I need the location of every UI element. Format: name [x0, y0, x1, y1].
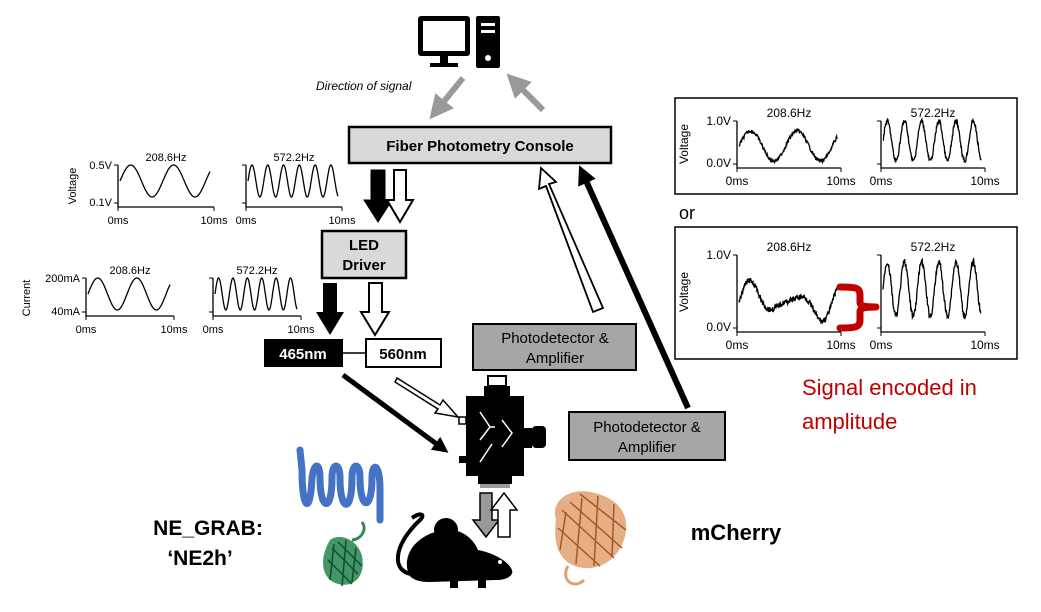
mcherry-label: mCherry — [691, 520, 782, 545]
freq-label-1: 208.6Hz — [767, 106, 812, 120]
computer-tower-icon — [476, 16, 500, 68]
photodetector-right-label-1: Photodetector & — [593, 419, 701, 436]
signal-encoded-label-2: amplitude — [802, 409, 897, 434]
x-tick-10b: 10ms — [329, 215, 356, 227]
plot-output-a: Voltage 1.0V 0.0V 0ms 10ms 208.6Hz 0ms 10ms 572.… — [677, 106, 1000, 188]
y-tick-min: 0.1V — [89, 197, 112, 209]
y-tick-max: 1.0V — [706, 114, 731, 128]
freq-label-1: 208.6Hz — [146, 152, 187, 164]
axes-1 — [117, 165, 214, 208]
photodetector-top-label-2: Amplifier — [526, 350, 584, 367]
waveform-572hz — [247, 164, 339, 198]
x-tick-10: 10ms — [826, 174, 855, 188]
freq-label-1: 208.6Hz — [767, 240, 812, 254]
y-axis-label: Voltage — [67, 168, 79, 205]
signal-encoded-label-1: Signal encoded in — [802, 375, 977, 400]
x-tick-10b: 10ms — [288, 324, 315, 336]
console-box: Fiber Photometry Console — [347, 125, 613, 165]
x-tick-10: 10ms — [161, 324, 188, 336]
or-label: or — [679, 203, 695, 223]
direction-label: Direction of signal — [316, 79, 412, 93]
amplitude-brace — [836, 283, 880, 332]
waveform-572hz — [214, 277, 298, 311]
led-465-label: 465nm — [279, 346, 327, 363]
console-to-driver-arrow-solid — [363, 169, 393, 223]
led560-to-cube-arrow — [394, 376, 460, 419]
console-label: Fiber Photometry Console — [386, 138, 574, 155]
waveform-572hz — [882, 117, 982, 164]
x-tick-10: 10ms — [826, 338, 855, 352]
direction-arrow-up — [506, 73, 546, 113]
output-panel-b-frame — [674, 226, 1018, 360]
pd-top-to-console-arrow — [537, 166, 605, 314]
waveform-208hz — [119, 164, 211, 198]
y-axis-label: Current — [21, 280, 33, 317]
photodetector-top-box: Photodetector & Amplifier — [472, 323, 637, 371]
x-tick-0b: 0ms — [203, 324, 224, 336]
x-tick-0: 0ms — [726, 174, 749, 188]
led-465-box: 465nm — [264, 339, 343, 367]
driver-to-560-arrow — [359, 282, 391, 337]
plot-current-input: Current 200mA 40mA 0ms 10ms 208.6Hz 0ms 10ms 572… — [21, 265, 315, 336]
ne-grab-protein-icon — [296, 446, 384, 587]
x-tick-0b: 0ms — [236, 215, 257, 227]
ne-grab-label-2: ‘NE2h’ — [167, 547, 232, 570]
filter-cube — [458, 375, 546, 488]
waveform-572hz — [882, 256, 982, 321]
direction-arrow-down — [429, 76, 466, 120]
freq-label-2: 572.2Hz — [911, 106, 956, 120]
mouse-icon — [396, 512, 513, 588]
mcherry-protein-icon — [554, 491, 627, 586]
led-560-label: 560nm — [379, 346, 427, 363]
y-tick-min: 0.0V — [706, 320, 731, 334]
freq-label-2: 572.2Hz — [237, 265, 278, 277]
cube-to-mouse-arrow — [471, 492, 501, 539]
freq-label-2: 572.2Hz — [274, 152, 315, 164]
mouse-to-cube-arrow — [489, 491, 519, 538]
x-tick-0b: 0ms — [870, 174, 893, 188]
pd-right-to-console-arrow — [578, 165, 691, 410]
x-tick-0: 0ms — [726, 338, 749, 352]
plot-voltage-input: Voltage 0.5V 0.1V 0ms 10ms 208.6Hz 0ms 10ms 572.… — [67, 152, 356, 227]
led-driver-box: LED Driver — [320, 229, 408, 280]
ne-grab-label-1: NE_GRAB: — [153, 517, 263, 540]
freq-label-2: 572.2Hz — [911, 240, 956, 254]
output-panel-a-frame — [674, 97, 1018, 195]
axes-1 — [85, 278, 174, 317]
x-tick-0b: 0ms — [870, 338, 893, 352]
photodetector-top-label-1: Photodetector & — [501, 330, 609, 347]
console-to-driver-arrow-hollow — [385, 169, 415, 224]
y-tick-max: 200mA — [45, 273, 81, 285]
x-tick-10: 10ms — [201, 215, 228, 227]
freq-label-1: 208.6Hz — [110, 265, 151, 277]
x-tick-0: 0ms — [108, 215, 129, 227]
led465-to-cube-arrow — [341, 372, 449, 453]
x-tick-0: 0ms — [76, 324, 97, 336]
y-axis-label: Voltage — [677, 124, 691, 164]
plot-output-b: Voltage 1.0V 0.0V 0ms 10ms 208.6Hz 0ms 10ms 572.… — [677, 240, 1000, 352]
waveform-208hz — [738, 277, 838, 325]
x-tick-10b: 10ms — [970, 338, 999, 352]
photodetector-right-box: Photodetector & Amplifier — [568, 411, 726, 461]
led-driver-label-1: LED — [349, 237, 379, 254]
waveform-208hz — [87, 277, 171, 311]
led-driver-label-2: Driver — [342, 257, 386, 274]
led-560-box: 560nm — [365, 338, 442, 368]
y-tick-min: 40mA — [51, 306, 80, 318]
photodetector-right-label-2: Amplifier — [618, 439, 676, 456]
computer-monitor-icon — [418, 16, 470, 67]
y-axis-label: Voltage — [677, 272, 691, 312]
y-tick-max: 1.0V — [706, 248, 731, 262]
y-tick-min: 0.0V — [706, 156, 731, 170]
waveform-208hz — [738, 127, 838, 165]
x-tick-10b: 10ms — [970, 174, 999, 188]
y-tick-max: 0.5V — [89, 160, 112, 172]
driver-to-465-arrow — [316, 283, 344, 335]
